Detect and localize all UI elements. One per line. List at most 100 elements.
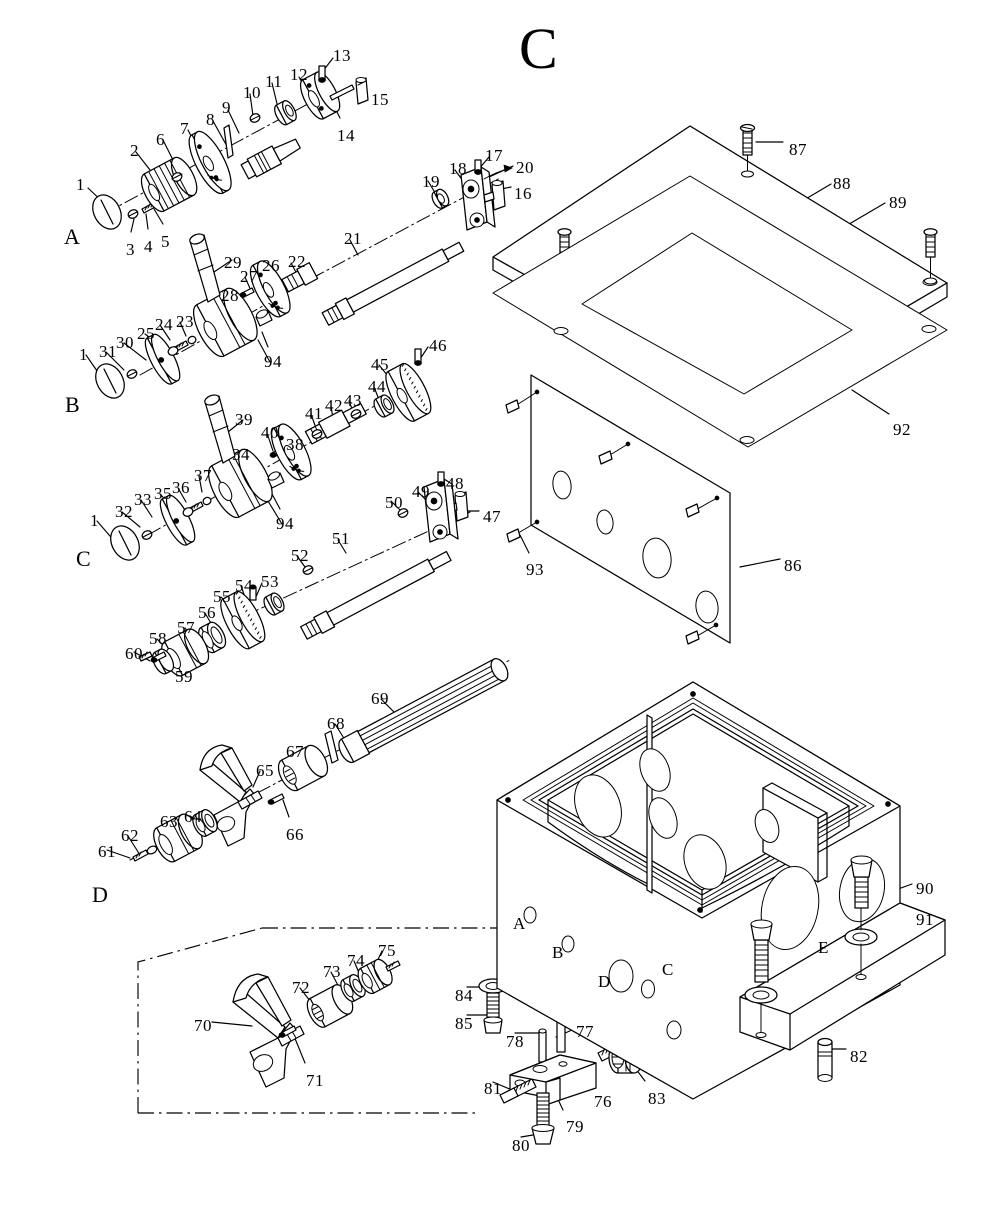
callout-5-4: 5: [161, 232, 170, 251]
assembly-shaft-51: [138, 471, 471, 677]
callout-3-2: 3: [126, 240, 135, 259]
callout-21-20: 21: [344, 229, 362, 248]
callout-45-45: 45: [371, 355, 389, 374]
callout-36-36: 36: [172, 478, 190, 497]
callout-18-17: 18: [449, 159, 467, 178]
callout-75-76: 75: [378, 941, 396, 960]
shaft-21-bracket: [289, 159, 513, 326]
callout-24-23: 24: [155, 315, 173, 334]
callout-4-3: 4: [144, 237, 153, 256]
callout-73-74: 73: [323, 962, 341, 981]
callout-94-95: 94: [264, 352, 282, 371]
callout-28-27: 28: [221, 286, 239, 305]
diagram-title-letter: C: [519, 16, 558, 81]
callout-71-72: 71: [306, 1071, 324, 1090]
callout-77-78: 77: [576, 1022, 594, 1041]
callout-82-83: 82: [850, 1047, 868, 1066]
callout-41-41: 41: [305, 404, 323, 423]
assembly-a: [92, 65, 369, 230]
callout-84-85: 84: [455, 986, 473, 1005]
callout-94-96: 94: [276, 514, 294, 533]
callout-57-58: 57: [177, 618, 195, 637]
callout-63-64: 63: [160, 812, 178, 831]
callout-88-89: 88: [833, 174, 851, 193]
callout-61-62: 61: [98, 842, 116, 861]
side-cover-plate: [505, 374, 731, 645]
callout-29-28: 29: [224, 253, 242, 272]
callout-83-84: 83: [648, 1089, 666, 1108]
callout-39-39: 39: [235, 410, 253, 429]
assembly-fork-70: [137, 927, 530, 1114]
callout-67-68: 67: [286, 742, 304, 761]
callout-15-14: 15: [371, 90, 389, 109]
callout-20-19: 20: [516, 158, 534, 177]
callout-49-50: 49: [412, 482, 430, 501]
callout-14-13: 14: [337, 126, 355, 145]
callout-2-1: 2: [130, 141, 139, 160]
callout-43-43: 43: [344, 391, 362, 410]
callout-1-0: 1: [76, 175, 85, 194]
assembly-b: [95, 233, 321, 399]
housing-face-letter-d: D: [598, 972, 611, 991]
callout-66-67: 66: [286, 825, 304, 844]
callout-13-12: 13: [333, 46, 351, 65]
callout-68-69: 68: [327, 714, 345, 733]
callout-48-49: 48: [446, 474, 464, 493]
callout-33-33: 33: [134, 490, 152, 509]
callout-56-57: 56: [198, 603, 216, 622]
callout-9-8: 9: [222, 98, 231, 117]
callout-87-88: 87: [789, 140, 807, 159]
callout-32-32: 32: [115, 502, 133, 521]
callout-12-11: 12: [290, 65, 308, 84]
section-letter-a: A: [64, 224, 80, 249]
callout-1-47: 1: [90, 511, 99, 530]
callout-62-63: 62: [121, 826, 139, 845]
callout-38-38: 38: [286, 435, 304, 454]
callout-89-90: 89: [889, 193, 907, 212]
callout-65-66: 65: [256, 761, 274, 780]
housing-face-letter-e: E: [818, 938, 829, 957]
callout-93-94: 93: [526, 560, 544, 579]
callout-59-60: 59: [175, 667, 193, 686]
callout-58-59: 58: [149, 629, 167, 648]
callout-47-48: 47: [483, 507, 501, 526]
callout-85-86: 85: [455, 1014, 473, 1033]
top-cover-assembly: [492, 123, 948, 448]
callout-50-51: 50: [385, 493, 403, 512]
callout-10-9: 10: [243, 83, 261, 102]
callout-69-70: 69: [371, 689, 389, 708]
callout-6-5: 6: [156, 130, 165, 149]
callout-26-25: 26: [262, 256, 280, 275]
callout-42-42: 42: [325, 396, 343, 415]
assembly-c: [110, 348, 432, 561]
callout-37-37: 37: [194, 466, 212, 485]
callout-92-93: 92: [893, 420, 911, 439]
callout-1-31: 1: [79, 345, 88, 364]
callout-72-73: 72: [292, 978, 310, 997]
callout-80-81: 80: [512, 1136, 530, 1155]
assembly-d: [129, 658, 511, 863]
callout-34-34: 34: [232, 445, 250, 464]
section-letter-b: B: [65, 392, 80, 417]
callout-64-65: 64: [184, 807, 202, 826]
callout-44-44: 44: [368, 377, 386, 396]
housing-face-letter-a: A: [513, 914, 526, 933]
callout-91-92: 91: [916, 910, 934, 929]
callout-90-91: 90: [916, 879, 934, 898]
callout-7-6: 7: [180, 119, 189, 138]
callout-16-15: 16: [514, 184, 532, 203]
callout-78-79: 78: [506, 1032, 524, 1051]
callout-11-10: 11: [265, 72, 283, 91]
housing-face-letter-c: C: [662, 960, 674, 979]
callout-23-22: 23: [176, 312, 194, 331]
callout-79-80: 79: [566, 1117, 584, 1136]
callout-40-40: 40: [261, 423, 279, 442]
callout-27-26: 27: [240, 267, 258, 286]
callout-35-35: 35: [154, 484, 172, 503]
callout-74-75: 74: [347, 951, 365, 970]
callout-17-16: 17: [485, 146, 503, 165]
section-letter-c: C: [76, 546, 91, 571]
callout-19-18: 19: [422, 172, 440, 191]
